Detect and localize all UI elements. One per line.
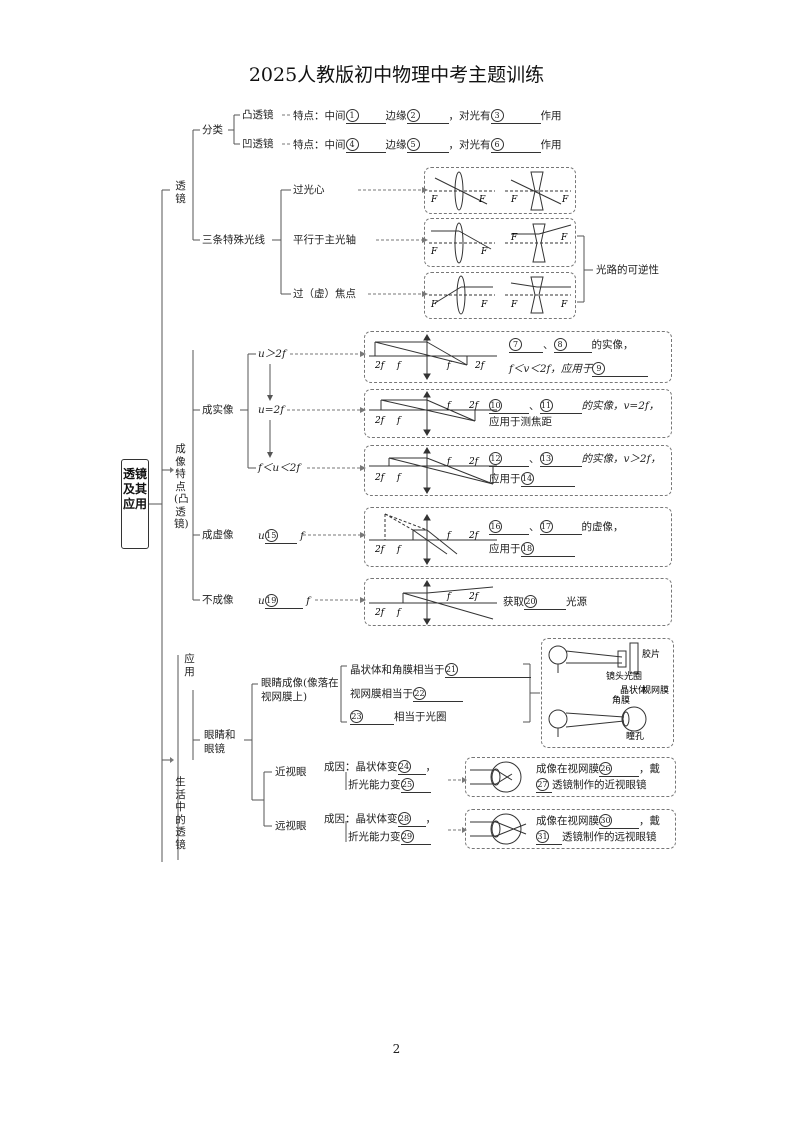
hyperopia-refract-row: 折光能力变29 bbox=[348, 830, 431, 845]
svg-text:F: F bbox=[510, 195, 518, 205]
convex-label: 凸透镜 bbox=[242, 109, 274, 121]
ray-diagram-center: F F F F bbox=[424, 167, 576, 214]
page-title: 2025人教版初中物理中考主题训练 bbox=[248, 64, 545, 86]
svg-text:f: f bbox=[396, 416, 402, 426]
svg-text:视网膜: 视网膜 bbox=[642, 684, 669, 696]
svg-text:胶片: 胶片 bbox=[642, 648, 660, 660]
svg-text:F: F bbox=[561, 195, 569, 205]
svg-text:2f: 2f bbox=[474, 361, 486, 371]
branch-application: 应用 bbox=[184, 653, 195, 678]
svg-text:f: f bbox=[396, 608, 402, 618]
cond-f-lt-u-lt-2f: f＜u＜2f bbox=[258, 462, 301, 474]
svg-text:F: F bbox=[510, 300, 518, 310]
hyperopia-label: 远视眼 bbox=[275, 820, 307, 832]
svg-text:f: f bbox=[396, 473, 402, 483]
svg-text:镜头: 镜头 bbox=[606, 670, 624, 682]
eye-image-label: 眼睛成像(像落在视网膜上) bbox=[261, 677, 339, 703]
cond-none: u19 f bbox=[258, 594, 310, 609]
svg-text:F: F bbox=[560, 300, 568, 310]
svg-text:F: F bbox=[480, 300, 488, 310]
special-rays-label: 三条特殊光线 bbox=[202, 234, 265, 246]
camera-eye-diagram: 胶片 镜头 光圈 晶状体 视网膜 角膜 瞳孔 bbox=[541, 638, 674, 748]
ray-diagram-focus: F F F F bbox=[424, 272, 576, 319]
cond-u-eq-2f: u=2f bbox=[258, 404, 285, 416]
lens-cornea-row: 晶状体和角膜相当于21 bbox=[350, 663, 531, 678]
svg-text:2f: 2f bbox=[374, 545, 386, 555]
myopia-cause-row: 成因：晶状体变24， bbox=[324, 760, 436, 775]
cond-virtual: u15 f bbox=[258, 529, 304, 544]
svg-text:2f: 2f bbox=[374, 473, 386, 483]
hyperopia-cause-row: 成因：晶状体变28， bbox=[324, 812, 436, 827]
svg-text:2f: 2f bbox=[374, 361, 386, 371]
eye-glasses-label: 眼睛和眼镜 bbox=[204, 729, 236, 755]
svg-text:f: f bbox=[396, 545, 402, 555]
svg-text:2f: 2f bbox=[374, 608, 386, 618]
svg-text:光圈: 光圈 bbox=[624, 670, 642, 682]
branch-imaging: 成像特点(凸透镜) bbox=[174, 443, 189, 530]
svg-text:F: F bbox=[480, 247, 488, 257]
svg-text:2f: 2f bbox=[468, 592, 480, 602]
svg-text:F: F bbox=[560, 233, 568, 243]
svg-text:F: F bbox=[510, 233, 518, 243]
svg-text:F: F bbox=[478, 195, 486, 205]
svg-text:f: f bbox=[446, 361, 452, 371]
cond-u-gt-2f: u＞2f bbox=[258, 348, 286, 360]
ray-optical-center: 过光心 bbox=[293, 184, 325, 196]
svg-text:f: f bbox=[396, 361, 402, 371]
retina-row: 视网膜相当于22 bbox=[350, 687, 463, 702]
myopia-refract-row: 折光能力变25 bbox=[348, 778, 431, 793]
ray-parallel-axis: 平行于主光轴 bbox=[293, 234, 356, 246]
svg-text:f: f bbox=[446, 531, 452, 541]
root-topic: 透镜及其应用 bbox=[121, 459, 149, 549]
svg-text:2f: 2f bbox=[468, 531, 480, 541]
ray-through-focus: 过（虚）焦点 bbox=[293, 288, 356, 300]
page-number: 2 bbox=[392, 1042, 401, 1056]
svg-text:2f: 2f bbox=[468, 457, 480, 467]
svg-text:2f: 2f bbox=[468, 401, 480, 411]
svg-text:f: f bbox=[446, 401, 452, 411]
svg-text:瞳孔: 瞳孔 bbox=[626, 730, 644, 742]
ray-diagram-parallel: F F F F bbox=[424, 218, 576, 267]
concave-label: 凹透镜 bbox=[242, 138, 274, 150]
real-image-label: 成实像 bbox=[202, 404, 234, 416]
svg-text:F: F bbox=[430, 195, 438, 205]
reversibility-label: 光路的可逆性 bbox=[596, 264, 659, 276]
svg-text:角膜: 角膜 bbox=[612, 694, 630, 706]
svg-text:f: f bbox=[446, 457, 452, 467]
branch-life-lens: 生活中的透镜 bbox=[175, 776, 186, 851]
no-image-label: 不成像 bbox=[202, 594, 234, 606]
classify-label: 分类 bbox=[202, 124, 223, 136]
myopia-label: 近视眼 bbox=[275, 766, 307, 778]
svg-text:晶状体: 晶状体 bbox=[620, 684, 647, 696]
svg-text:F: F bbox=[430, 247, 438, 257]
svg-text:2f: 2f bbox=[374, 416, 386, 426]
svg-text:f: f bbox=[446, 592, 452, 602]
svg-text:F: F bbox=[430, 300, 438, 310]
virtual-image-label: 成虚像 bbox=[202, 529, 234, 541]
branch-lens: 透镜 bbox=[175, 180, 186, 205]
